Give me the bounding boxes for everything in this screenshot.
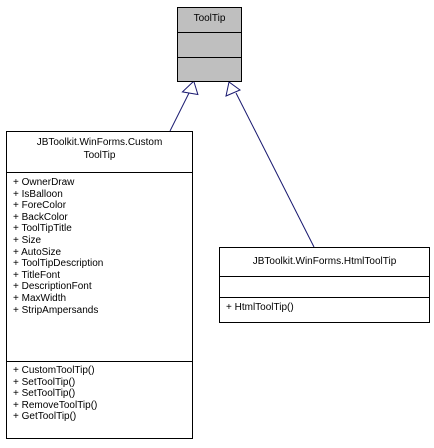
operation: + HtmlToolTip(): [226, 302, 294, 313]
attribute: + MaxWidth: [13, 292, 67, 304]
class-custom-tooltip[interactable]: JBToolkit.WinForms.Custom ToolTip + Owne…: [6, 131, 193, 439]
attribute: + Size: [13, 234, 42, 246]
operation: + RemoveToolTip(): [13, 399, 98, 411]
attribute: + BackColor: [13, 211, 68, 223]
edge-html-to-tooltip: [235, 92, 315, 248]
attributes-section: [220, 276, 429, 297]
inheritance-arrowhead-custom: [181, 80, 199, 96]
operations-section: + CustomToolTip() + SetToolTip() + SetTo…: [7, 361, 192, 423]
inheritance-arrowhead-html: [225, 81, 242, 97]
operation: + SetToolTip(): [13, 388, 76, 400]
attribute: + ToolTipDescription: [13, 258, 104, 270]
class-html-tooltip[interactable]: JBToolkit.WinForms.HtmlToolTip + HtmlToo…: [219, 247, 430, 323]
attribute: + ToolTipTitle: [13, 223, 72, 235]
attributes-section: + OwnerDraw + IsBalloon + ForeColor + Ba…: [7, 172, 192, 361]
class-name-line-1: JBToolkit.WinForms.Custom: [36, 137, 163, 148]
class-name: ToolTip: [193, 13, 226, 24]
attribute: + DescriptionFont: [13, 281, 92, 293]
operations-section: + HtmlToolTip(): [220, 297, 429, 314]
class-tooltip[interactable]: ToolTip: [177, 7, 242, 82]
class-name: JBToolkit.WinForms.HtmlToolTip: [252, 256, 397, 267]
class-name-section: JBToolkit.WinForms.HtmlToolTip: [220, 248, 429, 276]
edge-custom-to-tooltip: [169, 92, 190, 132]
attribute: + OwnerDraw: [13, 177, 75, 188]
operations-section: [178, 57, 241, 82]
attribute: + AutoSize: [13, 246, 62, 258]
class-name-line-2: ToolTip: [83, 150, 116, 161]
attribute: + ForeColor: [13, 200, 67, 212]
attribute: + TitleFont: [13, 269, 60, 281]
operation: + CustomToolTip(): [13, 365, 95, 376]
attribute: + StripAmpersands: [13, 304, 99, 316]
attribute: + IsBalloon: [13, 188, 63, 200]
class-name-section: JBToolkit.WinForms.Custom ToolTip: [7, 132, 192, 172]
operation: + SetToolTip(): [13, 376, 76, 388]
attributes-section: [178, 32, 241, 57]
operation: + GetToolTip(): [13, 411, 77, 423]
